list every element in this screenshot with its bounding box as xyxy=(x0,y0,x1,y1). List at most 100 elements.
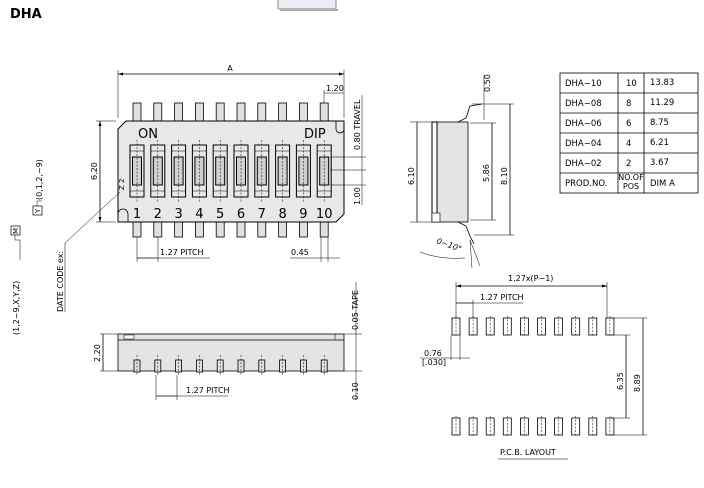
top-pin xyxy=(215,102,225,122)
page-title: DHA xyxy=(10,7,42,22)
year-box: Y xyxy=(34,208,42,214)
prod-no: DHA−10 xyxy=(565,79,602,89)
dim-6-10: 6.10 xyxy=(407,167,416,185)
positions: 10 xyxy=(626,79,637,89)
front-pitch-label: 1.27 PITCH xyxy=(186,386,230,395)
top-pin xyxy=(132,102,142,122)
dip-switch xyxy=(171,140,187,202)
pcb-span: 1.27x(P−1) xyxy=(508,274,553,283)
header-dim-a: DIM A xyxy=(650,179,675,189)
dim-a-value: 6.21 xyxy=(650,138,669,148)
bottom-pin xyxy=(257,221,267,238)
dip-switch xyxy=(150,140,166,202)
angle-label: 0~10° xyxy=(435,236,462,253)
top-pin xyxy=(278,102,288,122)
dim-a-value: 11.29 xyxy=(650,98,674,108)
switch-number: 4 xyxy=(195,207,203,222)
on-label: ON xyxy=(138,127,158,142)
dim-8-89: 8.89 xyxy=(633,374,642,392)
switch-number: 7 xyxy=(258,207,266,222)
top-pin xyxy=(194,102,204,122)
dip-switch xyxy=(316,140,332,202)
dip-switch xyxy=(254,140,270,202)
switch-number: 2 xyxy=(154,207,162,222)
table-row: DHA−02 2 3.67 xyxy=(565,158,669,169)
positions: 2 xyxy=(626,159,631,169)
front-view: 2.20 1.27 PITCH 0.05 TAPE 0.10 xyxy=(93,282,362,400)
date-code-label: DATE CODE ex: xyxy=(56,251,65,312)
bottom-pin xyxy=(174,221,184,238)
pad-width-in: [.030] xyxy=(422,358,446,367)
month-box: M xyxy=(12,228,20,234)
dip-switch xyxy=(275,140,291,202)
dim-0-45: 0.45 xyxy=(291,248,309,257)
switch-number: 6 xyxy=(237,207,245,222)
switch-number: 10 xyxy=(316,207,333,222)
top-pin xyxy=(257,102,267,122)
month-values: (1,2~9,X,Y,Z) xyxy=(12,281,21,335)
dim-5-86: 5.86 xyxy=(482,164,491,182)
dim-6-20: 6.20 xyxy=(90,162,99,180)
table-row: DHA−06 6 8.75 xyxy=(565,118,669,129)
top-pin xyxy=(298,102,308,122)
prod-no: DHA−06 xyxy=(565,119,602,129)
top-pin xyxy=(236,102,246,122)
date-code-annotation: DATE CODE ex: Y (0,1,2,~9) M (1,2~9,X,Y,… xyxy=(10,159,121,335)
dim-0-10: 0.10 xyxy=(351,382,360,400)
bottom-pin xyxy=(215,221,225,238)
positions: 4 xyxy=(626,139,631,149)
dim-6-35: 6.35 xyxy=(616,372,625,390)
header-no-of: NO.OF xyxy=(618,173,644,182)
dip-switch xyxy=(295,140,311,202)
header-prod-no: PROD.NO. xyxy=(565,179,607,189)
switch-number: 5 xyxy=(216,207,224,222)
dim-travel: 0.80 TRAVEL xyxy=(353,99,362,150)
header-pos: POS xyxy=(623,182,639,191)
bottom-pin xyxy=(132,221,142,238)
table-row: DHA−08 8 11.29 xyxy=(565,98,674,109)
dim-1-00: 1.00 xyxy=(353,187,362,205)
dip-switch xyxy=(191,140,207,202)
dim-a: A xyxy=(227,64,233,73)
table-row: DHA−04 4 6.21 xyxy=(565,138,669,149)
top-pin xyxy=(319,102,329,122)
pcb-pitch: 1.27 PITCH xyxy=(480,293,524,302)
prod-no: DHA−04 xyxy=(565,139,602,149)
switch-number: 9 xyxy=(299,207,307,222)
dim-a-value: 3.67 xyxy=(650,158,669,168)
dim-1-20: 1.20 xyxy=(326,84,344,93)
switch-number: 1 xyxy=(133,207,141,222)
prod-no: DHA−02 xyxy=(565,159,602,169)
prod-no: DHA−08 xyxy=(565,99,602,109)
dip-switch xyxy=(129,140,145,202)
top-pin xyxy=(174,102,184,122)
dim-2-20: 2.20 xyxy=(93,344,102,362)
pcb-layout: 1.27x(P−1) 1.27 PITCH 0.76 [.030] 6.35 8… xyxy=(420,274,647,460)
dip-switch xyxy=(233,140,249,202)
pad-width: 0.76 xyxy=(424,349,442,358)
switch-number: 3 xyxy=(174,207,182,222)
bottom-pin xyxy=(194,221,204,238)
dim-tape: 0.05 TAPE xyxy=(351,290,360,330)
bottom-pin xyxy=(278,221,288,238)
positions: 8 xyxy=(626,99,631,109)
table-row: DHA−10 10 13.83 xyxy=(565,78,674,89)
popup-fragment[interactable] xyxy=(277,0,338,11)
dim-a-value: 8.75 xyxy=(650,118,669,128)
bottom-pin xyxy=(319,221,329,238)
bottom-pin xyxy=(298,221,308,238)
bottom-pin xyxy=(236,221,246,238)
dim-0-50: 0.50 xyxy=(483,74,492,92)
side-view: 6.10 5.86 8.10 0.50 0~10° xyxy=(407,74,514,269)
bottom-pin xyxy=(153,221,163,238)
pcb-caption: P.C.B. LAYOUT xyxy=(500,448,556,457)
dip-label: DIP xyxy=(304,127,326,142)
dim-a-value: 13.83 xyxy=(650,78,674,88)
dim-8-10: 8.10 xyxy=(500,167,509,185)
switch-number: 8 xyxy=(278,207,286,222)
year-values: (0,1,2,~9) xyxy=(35,159,44,200)
positions: 6 xyxy=(626,119,631,129)
